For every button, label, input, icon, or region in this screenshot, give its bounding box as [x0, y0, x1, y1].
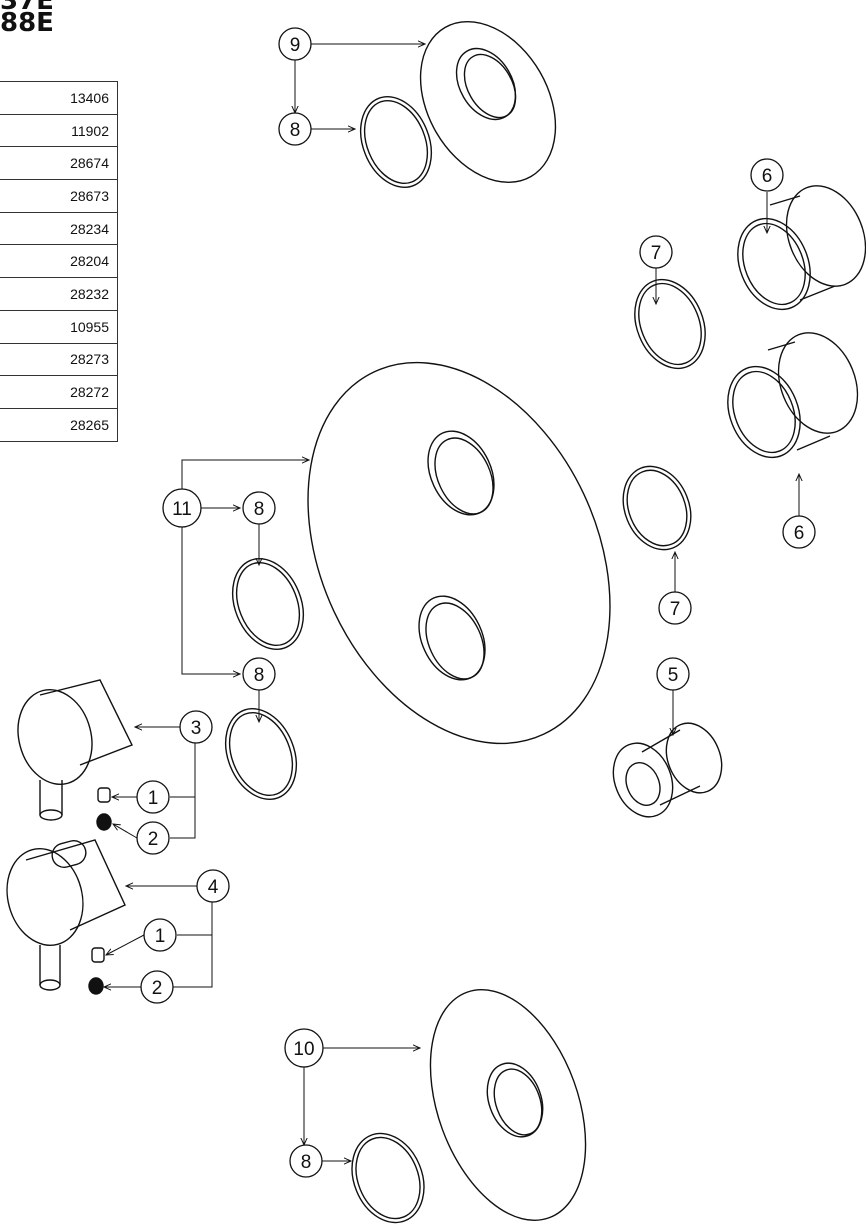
svg-text:6: 6 — [762, 166, 773, 187]
ring-upper — [634, 278, 706, 370]
callout-8-top: 8 — [278, 112, 312, 146]
svg-text:3: 3 — [191, 718, 202, 739]
part-code-cell: 28234 — [0, 211, 118, 246]
svg-text:9: 9 — [290, 35, 301, 56]
part-code-cell: 28273 — [0, 342, 118, 377]
callout-6-lower: 6 — [782, 515, 816, 549]
svg-text:2: 2 — [148, 829, 159, 850]
svg-text:10: 10 — [293, 1039, 314, 1060]
callout-11: 11 — [162, 488, 202, 528]
ring-lower — [622, 465, 692, 551]
cap-nut-lower — [88, 977, 104, 995]
diverter-cartridge — [612, 722, 723, 818]
table-row: 28265 — [0, 407, 118, 442]
svg-text:8: 8 — [290, 120, 301, 141]
callout-1-upper: 1 — [136, 780, 170, 814]
svg-text:11: 11 — [172, 499, 192, 520]
svg-text:7: 7 — [670, 599, 681, 620]
o-ring-middle-upper — [231, 558, 305, 650]
part-code-cell: 28673 — [0, 179, 118, 213]
part-code-cell: 28204 — [0, 244, 118, 279]
table-row: 28673 — [0, 179, 118, 213]
o-ring-middle-lower — [224, 708, 298, 800]
callout-3: 3 — [179, 710, 213, 744]
svg-text:2: 2 — [152, 978, 163, 999]
svg-text:5: 5 — [668, 665, 679, 686]
main-face-plate — [307, 361, 611, 745]
callout-8-bottom: 8 — [289, 1144, 323, 1178]
svg-text:1: 1 — [148, 788, 159, 809]
part-code-cell: 28265 — [0, 407, 118, 442]
leader-lines — [104, 44, 799, 1161]
part-code-cell: 28674 — [0, 146, 118, 181]
sleeve-upper — [737, 185, 866, 311]
callout-9: 9 — [278, 27, 312, 61]
callout-4: 4 — [196, 869, 230, 903]
callout-5: 5 — [656, 657, 690, 691]
table-row: 28273 — [0, 342, 118, 377]
svg-text:4: 4 — [208, 877, 219, 898]
table-row: 28234 — [0, 211, 118, 246]
callout-7-upper: 7 — [639, 235, 673, 269]
table-row: 28272 — [0, 375, 118, 409]
grub-screw-lower — [91, 947, 105, 963]
part-code-table: 13406 11902 28674 28673 28234 28204 2823… — [0, 81, 118, 442]
part-code-cell: 28272 — [0, 375, 118, 409]
callout-2-upper: 2 — [136, 821, 170, 855]
callout-8-middle-upper: 8 — [242, 491, 276, 525]
svg-text:8: 8 — [254, 499, 265, 520]
grub-screw-upper — [97, 787, 111, 803]
bottom-escutcheon-plate — [429, 989, 587, 1221]
thermostatic-handle-lower — [6, 839, 126, 991]
cap-nut-upper — [96, 813, 112, 831]
svg-text:8: 8 — [301, 1152, 312, 1173]
model-title-line-2: 88E — [0, 8, 54, 38]
o-ring-bottom — [351, 1132, 425, 1224]
top-escutcheon-plate — [419, 21, 557, 183]
callout-2-lower: 2 — [140, 970, 174, 1004]
table-row: 28674 — [0, 146, 118, 181]
table-row: 28204 — [0, 244, 118, 279]
sleeve-lower — [727, 332, 859, 459]
callout-1-lower: 1 — [143, 918, 177, 952]
o-ring-top — [359, 96, 433, 188]
lever-handle-upper — [17, 679, 133, 821]
model-title-line-1: 37E — [0, 0, 54, 16]
callout-10: 10 — [284, 1028, 324, 1068]
svg-text:6: 6 — [794, 523, 805, 544]
svg-text:1: 1 — [155, 926, 166, 947]
svg-text:7: 7 — [651, 243, 662, 264]
callout-8-middle-lower: 8 — [242, 657, 276, 691]
part-code-cell: 10955 — [0, 309, 118, 344]
callout-7-lower: 7 — [658, 591, 692, 625]
svg-text:8: 8 — [254, 665, 265, 686]
table-row: 10955 — [0, 309, 118, 344]
callout-6-upper: 6 — [750, 158, 784, 192]
